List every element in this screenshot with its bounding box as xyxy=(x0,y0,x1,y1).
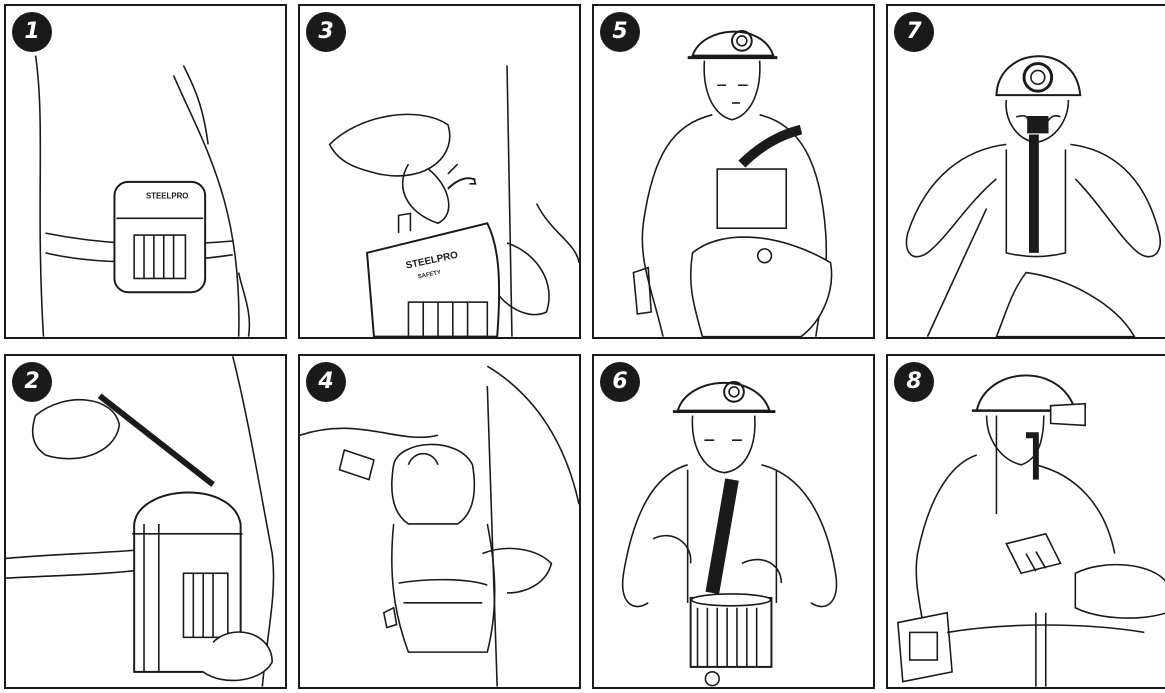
step-panel-6: 6 xyxy=(592,354,875,689)
step-panel-4: 4 xyxy=(298,354,581,689)
step-number-badge: 4 xyxy=(306,362,346,402)
step-number-badge: 2 xyxy=(12,362,52,402)
illustration-neck-strap xyxy=(594,356,873,687)
step-number-badge: 7 xyxy=(894,12,934,52)
step-panel-8: 8 xyxy=(886,354,1165,689)
illustration-open-pouch: STEELPRO SAFETY xyxy=(300,6,579,337)
illustration-fit-mouthpiece xyxy=(888,6,1165,337)
step-panel-3: 3 STEELPRO SAFETY xyxy=(298,4,581,339)
step-number-badge: 3 xyxy=(306,12,346,52)
step-number-badge: 5 xyxy=(600,12,640,52)
step-panel-5: 5 xyxy=(592,4,875,339)
illustration-unpack-respirator xyxy=(594,6,873,337)
step-panel-7: 7 xyxy=(886,4,1165,339)
step-number-badge: 8 xyxy=(894,362,934,402)
illustration-wearing-respirator xyxy=(888,356,1165,687)
illustration-remove-unit xyxy=(300,356,579,687)
device-brand-label: STEELPRO xyxy=(146,192,188,201)
illustration-belt-pouch: STEELPRO xyxy=(6,6,285,337)
step-panel-1: 1 STEELPRO xyxy=(4,4,287,339)
step-number-badge: 1 xyxy=(12,12,52,52)
step-number-badge: 6 xyxy=(600,362,640,402)
step-panel-2: 2 xyxy=(4,354,287,689)
illustration-pull-tab xyxy=(6,356,285,687)
